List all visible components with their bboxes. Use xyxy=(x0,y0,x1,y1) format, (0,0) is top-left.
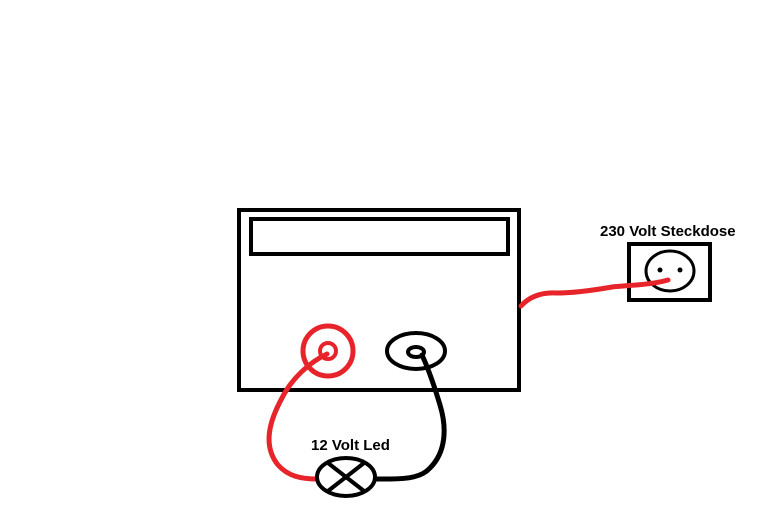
led-label: 12 Volt Led xyxy=(311,437,390,454)
wall-outlet xyxy=(627,242,712,302)
outlet-label: 230 Volt Steckdose xyxy=(600,223,736,240)
led-lamp xyxy=(315,456,377,498)
negative-terminal xyxy=(385,331,447,371)
power-supply-box xyxy=(237,208,521,392)
power-supply-display xyxy=(249,217,510,256)
positive-wire xyxy=(266,351,330,482)
mains-cable xyxy=(518,277,671,309)
positive-terminal xyxy=(300,323,356,379)
negative-wire xyxy=(371,352,447,482)
